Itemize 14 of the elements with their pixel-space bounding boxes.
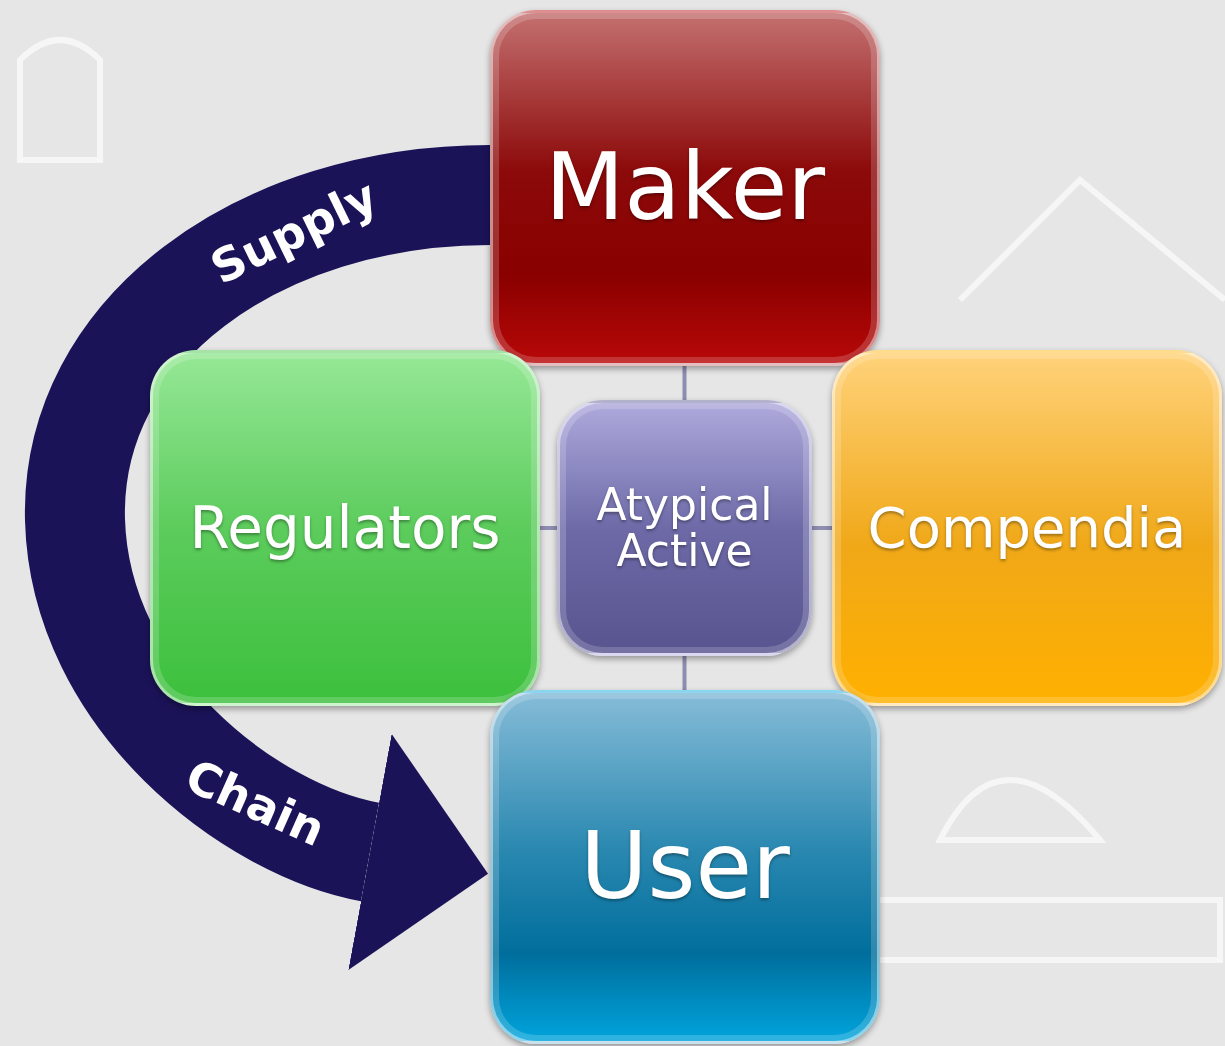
connector-line [682, 366, 687, 400]
rounded-box [490, 690, 880, 1044]
box-label: User [580, 818, 790, 916]
connector-line [540, 526, 557, 530]
rounded-box [832, 350, 1222, 706]
connector-line [812, 526, 832, 530]
rounded-box [490, 10, 880, 366]
box-label: Maker [544, 139, 826, 237]
box-label: Compendia [867, 498, 1187, 558]
connector-line [682, 656, 687, 690]
rounded-box [557, 400, 812, 656]
box-label: Regulators [189, 497, 501, 559]
rounded-box [150, 350, 540, 706]
box-label: Atypical Active [595, 481, 774, 575]
